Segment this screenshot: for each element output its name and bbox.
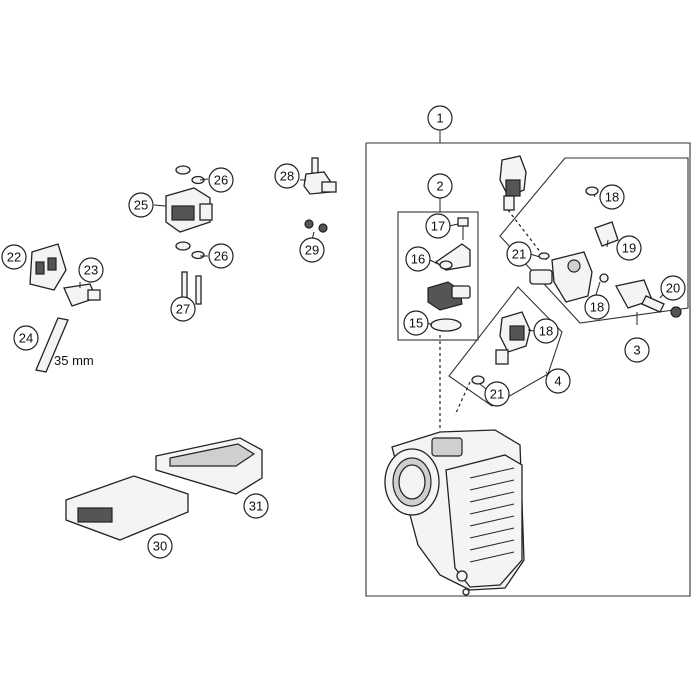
svg-text:27: 27: [176, 302, 190, 317]
sensor-28: [303, 157, 337, 195]
callout-3: 3: [624, 337, 650, 363]
ecu-30: [65, 475, 189, 541]
svg-text:21: 21: [490, 387, 504, 402]
callout-29: 29: [299, 237, 325, 263]
svg-text:31: 31: [249, 499, 263, 514]
fuel-injector-top: [499, 155, 527, 211]
callout-21-upper: 21: [506, 241, 532, 267]
screw-17: [457, 217, 469, 240]
sensor-25: [165, 187, 213, 233]
screws-29: [304, 219, 328, 233]
callout-18-lower: 18: [533, 318, 559, 344]
washer-26-top-a: [175, 165, 191, 175]
svg-text:21: 21: [512, 247, 526, 262]
callout-19: 19: [616, 235, 642, 261]
relay-22: [29, 243, 67, 291]
svg-text:22: 22: [7, 250, 21, 265]
assembly-1-frame: [365, 131, 691, 597]
callout-28: 28: [274, 163, 300, 189]
washer-26-bottom-a: [175, 241, 191, 251]
callout-21-lower: 21: [484, 381, 510, 407]
svg-text:20: 20: [666, 281, 680, 296]
screw-20: [670, 306, 682, 318]
svg-text:19: 19: [622, 241, 636, 256]
washer-26-bottom-b: [191, 250, 205, 260]
svg-text:18: 18: [605, 190, 619, 205]
hose-24: [35, 317, 69, 373]
map-sensor: [427, 281, 471, 311]
callout-18-mid: 18: [584, 294, 610, 320]
o-ring-21-upper: [538, 252, 550, 260]
assembly-3-frame: [499, 157, 689, 325]
svg-text:29: 29: [305, 243, 319, 258]
callout-25: 25: [128, 192, 154, 218]
svg-text:24: 24: [19, 331, 33, 346]
callout-2: 2: [427, 173, 453, 199]
fuel-injector-lower: [495, 311, 531, 365]
svg-text:4: 4: [554, 374, 561, 389]
svg-text:23: 23: [84, 263, 98, 278]
svg-text:26: 26: [214, 249, 228, 264]
svg-text:17: 17: [431, 219, 445, 234]
svg-text:18: 18: [539, 324, 553, 339]
bracket-16: [434, 243, 471, 271]
svg-text:2: 2: [436, 179, 443, 194]
svg-text:1: 1: [436, 111, 443, 126]
callout-30: 30: [147, 533, 173, 559]
sensor-23: [63, 283, 101, 307]
callout-4: 4: [545, 368, 571, 394]
hose-length-label: 35 mm: [54, 353, 94, 368]
callout-27: 27: [170, 296, 196, 322]
fuel-connector: [615, 279, 665, 313]
callout-16: 16: [405, 246, 431, 272]
washer-18-mid: [599, 273, 609, 283]
throttle-body: [384, 429, 525, 596]
callout-26-top: 26: [208, 167, 234, 193]
svg-text:3: 3: [633, 343, 640, 358]
o-ring-21-lower: [471, 375, 485, 385]
callout-20: 20: [660, 275, 686, 301]
svg-text:28: 28: [280, 169, 294, 184]
callout-26-bottom: 26: [208, 243, 234, 269]
ecu-bracket-31: [155, 437, 263, 495]
callout-17: 17: [425, 213, 451, 239]
hose-clip-18-top: [585, 186, 599, 196]
svg-text:30: 30: [153, 539, 167, 554]
callout-23: 23: [78, 257, 104, 283]
svg-text:16: 16: [411, 252, 425, 267]
callout-22: 22: [1, 244, 27, 270]
callout-31: 31: [243, 493, 269, 519]
o-ring-15: [430, 318, 462, 332]
fuel-rail: [529, 251, 593, 303]
svg-text:18: 18: [590, 300, 604, 315]
callout-24: 24: [13, 325, 39, 351]
filter-19: [594, 221, 619, 247]
assembly-2-frame: [397, 198, 479, 341]
svg-text:26: 26: [214, 173, 228, 188]
callout-18-top: 18: [599, 184, 625, 210]
svg-text:15: 15: [409, 316, 423, 331]
callout-1: 1: [427, 105, 453, 131]
throttle-cooling-fins: [469, 467, 515, 563]
callout-15: 15: [403, 310, 429, 336]
svg-text:25: 25: [134, 198, 148, 213]
axis-line-injector: [454, 381, 471, 416]
